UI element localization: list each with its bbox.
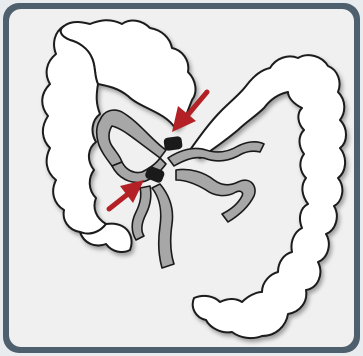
- clip-upper: [163, 136, 183, 151]
